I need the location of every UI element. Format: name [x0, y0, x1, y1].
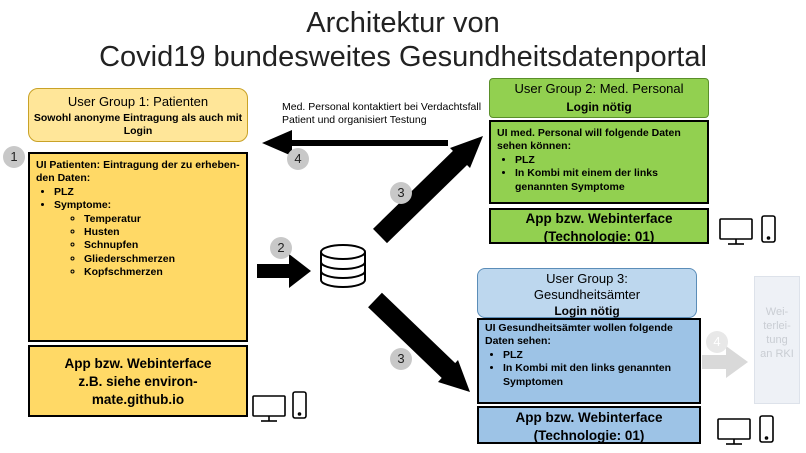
database-icon [320, 244, 366, 288]
group3-title-line1: User Group 3: [546, 271, 628, 286]
arrow-2 [257, 254, 311, 288]
group1-app-line1: App bzw. Webinterface [64, 356, 212, 371]
group2-item: In Kombi mit einem der links genannten S… [515, 167, 701, 194]
step-badge-3-bottom: 3 [390, 348, 412, 370]
group1-item-list: PLZ Symptome: Temperatur Husten Schnupfe… [36, 186, 240, 280]
diagram-title-line2: Covid19 bundesweites Gesundheitsdatenpor… [99, 41, 707, 73]
group3-app-line1: App bzw. Webinterface [515, 410, 663, 425]
group2-item: PLZ [515, 154, 701, 167]
group2-subtitle: Login nötig [566, 100, 632, 114]
group1-ui-heading: UI Patienten: Eintragung der zu erheben-… [36, 159, 240, 185]
group2-ui-heading: UI med. Personal will folgende Daten seh… [497, 127, 681, 153]
group3-item: In Kombi mit den links genannten Symptom… [503, 362, 693, 389]
group1-item: Symptome: Temperatur Husten Schnupfen Gl… [54, 199, 240, 279]
symptom-item: Schnupfen [84, 239, 240, 252]
arrow-3-top [373, 136, 483, 244]
group2-header: User Group 2: Med. Personal Login nötig [489, 78, 709, 118]
group3-subtitle: Login nötig [554, 304, 620, 318]
group3-ui-heading: UI Gesundheitsämter wollen folgende Date… [485, 322, 673, 348]
group1-title: User Group 1: Patienten [67, 94, 209, 109]
monitor-icon [252, 395, 286, 422]
group2-ui-box: UI med. Personal will folgende Daten seh… [489, 120, 709, 204]
group3-item: PLZ [503, 349, 693, 362]
group1-ui-box: UI Patienten: Eintragung der zu erheben-… [28, 152, 248, 342]
rki-box: Wei- terlei- tung an RKI [754, 276, 800, 404]
group2-title: User Group 2: Med. Personal [514, 81, 684, 96]
group3-item-list: PLZ In Kombi mit den links genannten Sym… [485, 349, 693, 389]
step-badge-3-top: 3 [390, 182, 412, 204]
group3-title-line2: Gesundheitsämter [533, 287, 641, 302]
arrow-4-faint [702, 346, 748, 378]
phone-icon [292, 391, 307, 419]
step-badge-4: 4 [287, 148, 309, 170]
diagram-title-line1: Architektur von [306, 7, 500, 39]
step-badge-1: 1 [3, 146, 25, 168]
group1-app-line3: mate.github.io [91, 392, 185, 407]
monitor-icon [719, 218, 753, 245]
group2-app-line2: (Technologie: 01) [543, 229, 655, 244]
group1-subtitle: Sowohl anonyme Eintragung als auch mit L… [33, 112, 243, 137]
group3-app-line2: (Technologie: 01) [533, 428, 645, 443]
symptom-item: Gliederschmerzen [84, 253, 240, 266]
symptom-item: Husten [84, 226, 240, 239]
group2-app-box: App bzw. Webinterface (Technologie: 01) [489, 208, 709, 244]
group2-item-list: PLZ In Kombi mit einem der links genannt… [497, 154, 701, 194]
step-badge-4-faint: 4 [706, 331, 728, 353]
group3-app-box: App bzw. Webinterface (Technologie: 01) [477, 406, 701, 444]
group1-header: User Group 1: Patienten Sowohl anonyme E… [28, 88, 248, 142]
symptom-item: Temperatur [84, 213, 240, 226]
symptom-item: Kopfschmerzen [84, 266, 240, 279]
group1-item: PLZ [54, 186, 240, 199]
arrow-4-caption: Med. Personal kontaktiert bei Verdachtsf… [282, 101, 482, 126]
group1-app-box: App bzw. Webinterface z.B. siehe environ… [28, 345, 248, 417]
phone-icon [759, 415, 774, 443]
group3-ui-box: UI Gesundheitsämter wollen folgende Date… [477, 318, 701, 404]
symptom-list: Temperatur Husten Schnupfen Gliederschme… [54, 213, 240, 280]
arrow-4 [262, 130, 448, 156]
arrow-3-bottom [368, 292, 470, 392]
group2-app-line1: App bzw. Webinterface [525, 211, 673, 226]
group3-header: User Group 3: Gesundheitsämter Login nöt… [477, 268, 697, 318]
step-badge-2: 2 [270, 237, 292, 259]
phone-icon [761, 215, 776, 243]
group1-app-line2: z.B. siehe environ- [78, 374, 198, 389]
monitor-icon [717, 418, 751, 445]
